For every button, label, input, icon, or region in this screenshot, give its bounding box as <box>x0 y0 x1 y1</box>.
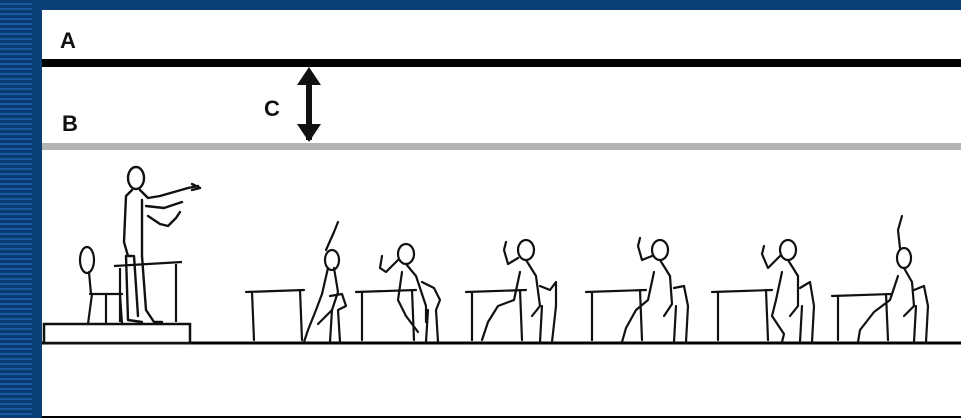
frame-top <box>0 0 961 10</box>
student-6 <box>830 214 930 344</box>
frame-left-border <box>0 0 32 418</box>
double-headed-vertical-arrow-icon <box>297 67 321 142</box>
teacher-figure <box>122 165 202 324</box>
label-b: B <box>62 111 78 136</box>
teacher-platform <box>42 322 192 345</box>
classroom-diagram: A B C <box>42 28 961 418</box>
label-a: A <box>60 28 76 53</box>
student-2 <box>354 242 442 344</box>
line-a <box>42 59 961 67</box>
line-b <box>42 143 961 150</box>
student-3 <box>464 238 558 344</box>
teacher-chair <box>78 245 124 326</box>
student-4 <box>584 236 690 344</box>
student-5 <box>710 238 816 344</box>
diagram-panel: A B C <box>42 10 961 418</box>
label-c: C <box>264 96 280 121</box>
student-1 <box>244 220 348 344</box>
